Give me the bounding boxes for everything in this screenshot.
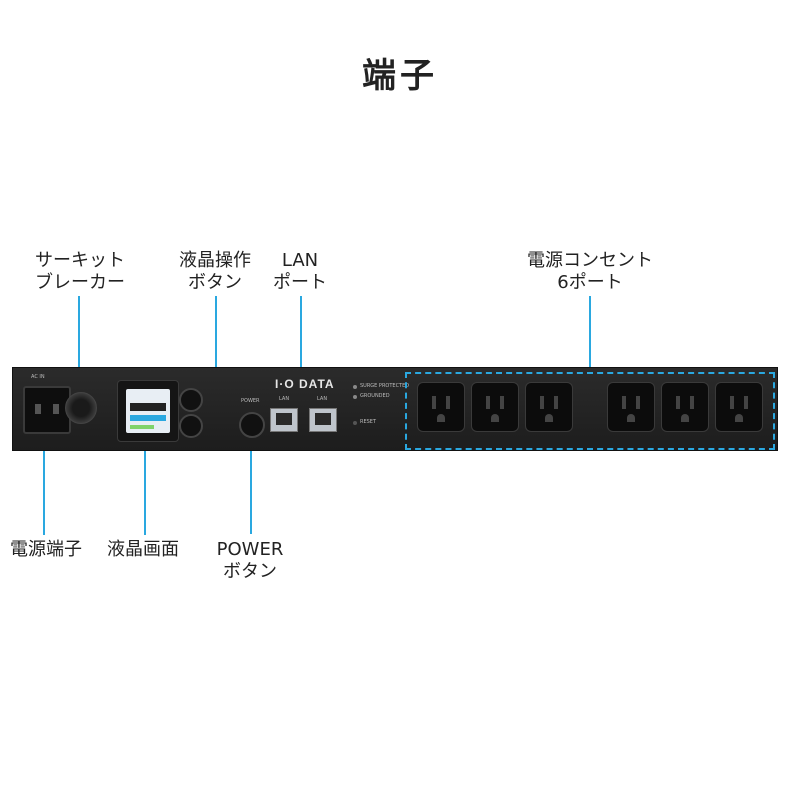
lcd-buttons-callout: 液晶操作 ボタン <box>179 250 251 293</box>
inlet-pin <box>35 404 41 414</box>
surge-status-label: SURGE PROTECTED <box>360 383 410 389</box>
power-inlet-socket[interactable] <box>23 386 71 434</box>
power-outlet[interactable] <box>417 382 465 432</box>
power-outlet[interactable] <box>607 382 655 432</box>
power-outlet[interactable] <box>525 382 573 432</box>
outlet-ground <box>681 414 689 422</box>
lan-port[interactable] <box>270 408 298 432</box>
lcd-indicator <box>130 415 166 421</box>
outlets-leader-line <box>589 296 591 373</box>
outlet-ground <box>545 414 553 422</box>
grounded-led <box>353 395 357 399</box>
breaker-leader-line <box>78 296 80 396</box>
inlet-label: AC IN <box>31 374 45 380</box>
reset-hole[interactable] <box>353 421 357 425</box>
outlet-ground <box>627 414 635 422</box>
lcd-readout <box>130 403 166 411</box>
lcd-down-button[interactable] <box>179 414 203 438</box>
power-button-callout: POWER ボタン <box>216 539 284 582</box>
lcd-buttons-leader-line <box>215 296 217 406</box>
power-terminal-leader-line <box>43 425 45 535</box>
power-outlet[interactable] <box>661 382 709 432</box>
outlet-slot <box>486 396 490 409</box>
outlet-ground <box>437 414 445 422</box>
power-distribution-unit: AC IN POWER I·O DATA LAN LAN SURGE PROTE… <box>12 367 778 451</box>
power-outlet[interactable] <box>471 382 519 432</box>
power-terminal-callout: 電源端子 <box>10 539 82 560</box>
outlet-slot <box>730 396 734 409</box>
power-label: POWER <box>241 398 260 404</box>
lan-leader-line <box>300 296 302 392</box>
circuit-breaker-callout: サーキット ブレーカー <box>35 250 125 293</box>
lcd-up-button[interactable] <box>179 388 203 412</box>
outlets-callout: 電源コンセント 6ポート <box>527 250 653 293</box>
page-title: 端子 <box>362 56 438 96</box>
inlet-pin <box>53 404 59 414</box>
outlet-slot <box>554 396 558 409</box>
lcd-screen <box>117 380 179 442</box>
outlet-slot <box>622 396 626 409</box>
lcd-meter <box>130 425 154 429</box>
outlet-group <box>405 372 775 450</box>
outlet-slot <box>540 396 544 409</box>
outlet-slot <box>500 396 504 409</box>
lan-port-callout: LAN ポート <box>273 250 327 293</box>
outlet-slot <box>744 396 748 409</box>
lan-port[interactable] <box>309 408 337 432</box>
lcd-screen-callout: 液晶画面 <box>107 539 179 560</box>
outlet-ground <box>491 414 499 422</box>
outlet-slot <box>690 396 694 409</box>
lcd-screen-leader-line <box>144 425 146 535</box>
outlet-ground <box>735 414 743 422</box>
outlet-slot <box>676 396 680 409</box>
outlet-slot <box>636 396 640 409</box>
brand-logo: I·O DATA <box>275 377 335 391</box>
lan-port-label: LAN <box>279 396 290 402</box>
lan-port-label: LAN <box>317 396 328 402</box>
grounded-status-label: GROUNDED <box>360 393 390 399</box>
power-button[interactable] <box>239 412 265 438</box>
reset-label: RESET <box>360 419 377 425</box>
outlet-slot <box>446 396 450 409</box>
power-button-leader-line <box>250 432 252 534</box>
outlet-slot <box>432 396 436 409</box>
lcd-display <box>126 389 170 433</box>
circuit-breaker[interactable] <box>65 392 97 424</box>
power-outlet[interactable] <box>715 382 763 432</box>
surge-led <box>353 385 357 389</box>
